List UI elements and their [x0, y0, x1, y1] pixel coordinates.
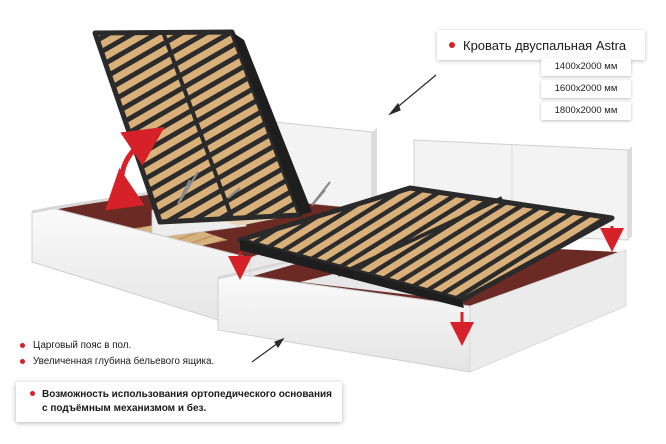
red-dot-icon: [20, 358, 25, 364]
right-floating-base: [237, 185, 615, 308]
feature-item: Царговый пояс в пол.: [20, 337, 214, 353]
product-title-box: Кровать двуспальная Astra: [437, 30, 645, 60]
product-title: Кровать двуспальная Astra: [463, 37, 627, 53]
red-dot-icon: [30, 390, 35, 396]
curved-double-arrow-icon: [104, 126, 165, 211]
feature-item: Увеличенная глубина бельевого ящика.: [20, 353, 214, 369]
feature-list: Царговый пояс в пол. Увеличенная глубина…: [20, 337, 214, 369]
feature-text: Увеличенная глубина бельевого ящика.: [33, 355, 215, 367]
highlight-line-2: с подъёмным механизмом и без.: [42, 403, 207, 414]
gas-lift: [177, 171, 331, 206]
highlight-line-1: Возможность использования ортопедическог…: [42, 389, 333, 400]
red-dot-icon: [449, 42, 455, 48]
down-arrow-icon: [228, 226, 624, 346]
size-option: 1800x2000 мм: [541, 102, 631, 120]
feature-text: Царговый пояс в пол.: [33, 339, 132, 351]
red-dot-icon: [20, 342, 25, 348]
highlight-box: Возможность использования ортопедическог…: [16, 382, 342, 422]
right-bed: [217, 139, 632, 373]
pointer-arrow-icon: [251, 74, 437, 363]
size-option: 1600x2000 мм: [541, 80, 631, 98]
size-option: 1400x2000 мм: [541, 58, 631, 76]
